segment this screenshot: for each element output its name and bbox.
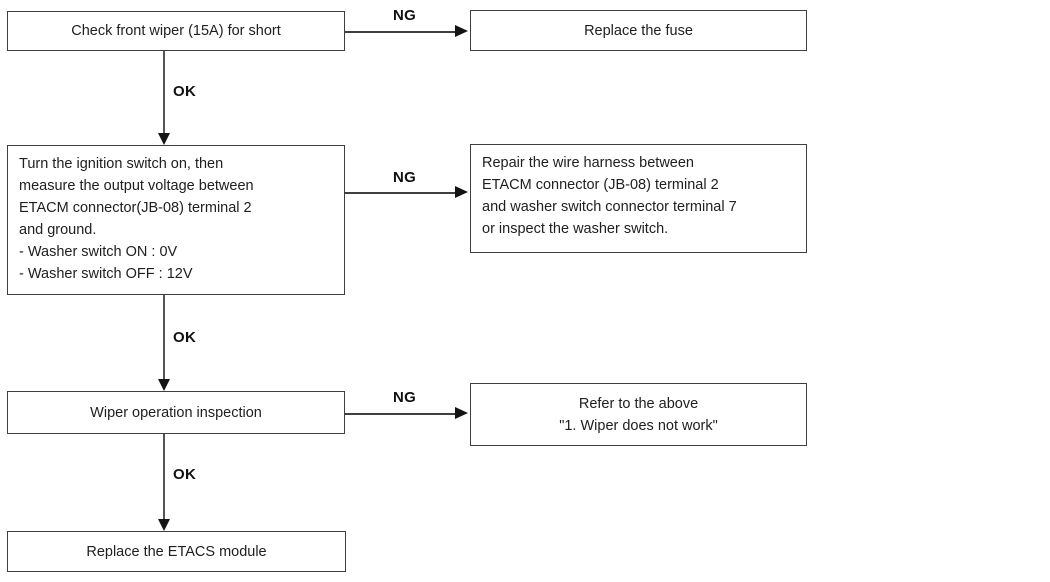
result-box-replace-fuse-text: Replace the fuse	[584, 22, 693, 39]
ok-connector-line-1	[163, 51, 165, 134]
ok-label-2: OK	[173, 329, 197, 346]
result-box-refer-above: Refer to the above "1. Wiper does not wo…	[470, 383, 807, 446]
arrow-right-icon	[455, 25, 468, 37]
step-box-replace-etacs-text: Replace the ETACS module	[86, 543, 267, 560]
result-box-repair-harness-line: or inspect the washer switch.	[482, 221, 669, 237]
ok-label-1: OK	[173, 83, 197, 100]
result-box-refer-above-line: "1. Wiper does not work"	[559, 417, 718, 434]
step-box-voltage-check-line: Turn the ignition switch on, then	[19, 156, 224, 172]
result-box-repair-harness-line: and washer switch connector terminal 7	[482, 199, 737, 215]
ng-connector-line-3	[345, 413, 457, 415]
ng-label-2: NG	[393, 169, 417, 186]
ng-connector-line-2	[345, 192, 457, 194]
arrow-down-icon	[158, 133, 170, 145]
step-box-voltage-check-line: ETACM connector(JB-08) terminal 2	[19, 200, 252, 216]
step-box-voltage-check: Turn the ignition switch on, then measur…	[7, 145, 345, 295]
step-box-voltage-check-line: and ground.	[19, 222, 97, 238]
ng-label-1: NG	[393, 7, 417, 24]
arrow-right-icon	[455, 407, 468, 419]
result-box-repair-harness: Repair the wire harness between ETACM co…	[470, 144, 807, 253]
ng-connector-line-1	[345, 31, 457, 33]
ng-label-3: NG	[393, 389, 417, 406]
step-box-wiper-inspection: Wiper operation inspection	[7, 391, 345, 434]
result-box-replace-fuse: Replace the fuse	[470, 10, 807, 51]
step-box-voltage-check-line: - Washer switch ON : 0V	[19, 244, 178, 260]
ok-connector-line-2	[163, 295, 165, 379]
step-box-wiper-inspection-text: Wiper operation inspection	[90, 404, 262, 421]
step-box-check-fuse-text: Check front wiper (15A) for short	[71, 23, 281, 39]
arrow-right-icon	[455, 186, 468, 198]
ok-connector-line-3	[163, 434, 165, 519]
step-box-replace-etacs: Replace the ETACS module	[7, 531, 346, 572]
step-box-voltage-check-line: measure the output voltage between	[19, 178, 254, 194]
result-box-repair-harness-line: ETACM connector (JB-08) terminal 2	[482, 177, 719, 193]
step-box-check-fuse: Check front wiper (15A) for short	[7, 11, 345, 51]
step-box-voltage-check-line: - Washer switch OFF : 12V	[19, 266, 193, 282]
arrow-down-icon	[158, 519, 170, 531]
result-box-refer-above-line: Refer to the above	[578, 395, 699, 412]
ok-label-3: OK	[173, 466, 197, 483]
arrow-down-icon	[158, 379, 170, 391]
result-box-repair-harness-line: Repair the wire harness between	[482, 155, 694, 171]
